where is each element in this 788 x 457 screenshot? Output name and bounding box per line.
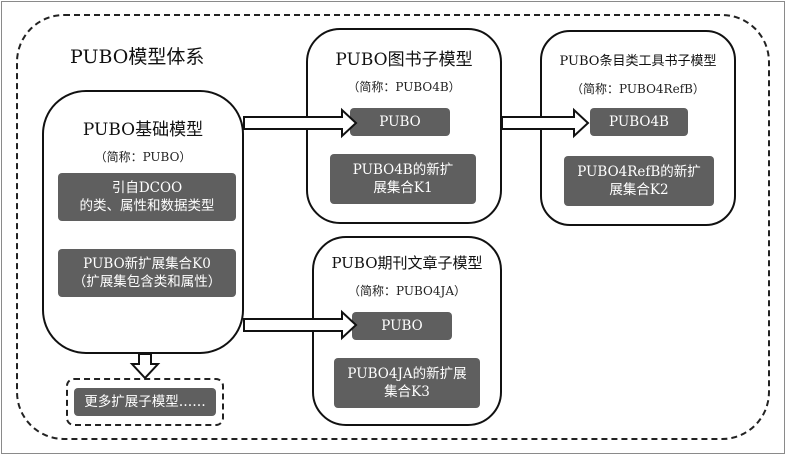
book-inherit-box: PUBO: [350, 108, 450, 136]
arrow-book-to-refbook: [501, 107, 590, 139]
dcoo-import-line-2: 的类、属性和数据类型: [79, 198, 215, 214]
refbook-model-abbr: （简称：PUBO4RefB）: [571, 82, 705, 96]
book-model-box: PUBO图书子模型 （简称：PUBO4B） PUBO PUBO4B的新扩 展集合…: [306, 28, 502, 224]
book-inherit-label: PUBO: [379, 114, 421, 130]
pubo-system-boundary: [16, 14, 770, 440]
k2-extension-box: PUBO4RefB的新扩 展集合K2: [564, 156, 714, 206]
k1-extension-box: PUBO4B的新扩 展集合K1: [330, 154, 476, 204]
dcoo-import-box: 引自DCOO 的类、属性和数据类型: [58, 173, 236, 221]
k3-extension-line-2: 集合K3: [384, 384, 430, 400]
more-models-label: 更多扩展子模型……: [84, 394, 206, 410]
refbook-inherit-box: PUBO4B: [590, 108, 688, 136]
k0-extension-line-2: （扩展集包含类和属性）: [72, 274, 222, 290]
refbook-model-box: PUBO条目类工具书子模型 （简称：PUBO4RefB） PUBO4B PUBO…: [540, 30, 736, 226]
k1-extension-line-2: 展集合K1: [373, 180, 433, 196]
k3-extension-box: PUBO4JA的新扩展 集合K3: [334, 358, 480, 408]
refbook-model-title: PUBO条目类工具书子模型: [559, 54, 717, 69]
book-model-title: PUBO图书子模型: [335, 50, 473, 70]
system-title: PUBO模型体系: [70, 46, 205, 68]
dcoo-import-line-1: 引自DCOO: [111, 180, 183, 196]
journal-model-abbr: （简称：PUBO4JA）: [348, 284, 466, 298]
k2-extension-line-1: PUBO4RefB的新扩: [577, 164, 701, 180]
arrow-base-to-journal: [243, 309, 358, 341]
arrow-base-to-book: [243, 107, 358, 139]
k3-extension-line-1: PUBO4JA的新扩展: [347, 366, 467, 382]
journal-inherit-label: PUBO: [381, 318, 423, 334]
journal-inherit-box: PUBO: [352, 312, 452, 340]
k0-extension-line-1: PUBO新扩展集合K0: [83, 256, 211, 272]
base-model-title: PUBO基础模型: [82, 120, 204, 140]
base-model-box: PUBO基础模型 （简称：PUBO） 引自DCOO 的类、属性和数据类型 PUB…: [42, 90, 244, 354]
base-model-abbr: （简称：PUBO）: [94, 150, 192, 164]
book-model-abbr: （简称：PUBO4B）: [347, 80, 461, 94]
arrow-base-to-more: [129, 353, 161, 380]
k0-extension-box: PUBO新扩展集合K0 （扩展集包含类和属性）: [58, 249, 236, 297]
k1-extension-line-1: PUBO4B的新扩: [352, 162, 454, 178]
more-models-box: 更多扩展子模型……: [74, 388, 216, 416]
journal-model-title: PUBO期刊文章子模型: [331, 254, 483, 272]
refbook-inherit-label: PUBO4B: [609, 114, 669, 130]
k2-extension-line-2: 展集合K2: [609, 182, 669, 198]
